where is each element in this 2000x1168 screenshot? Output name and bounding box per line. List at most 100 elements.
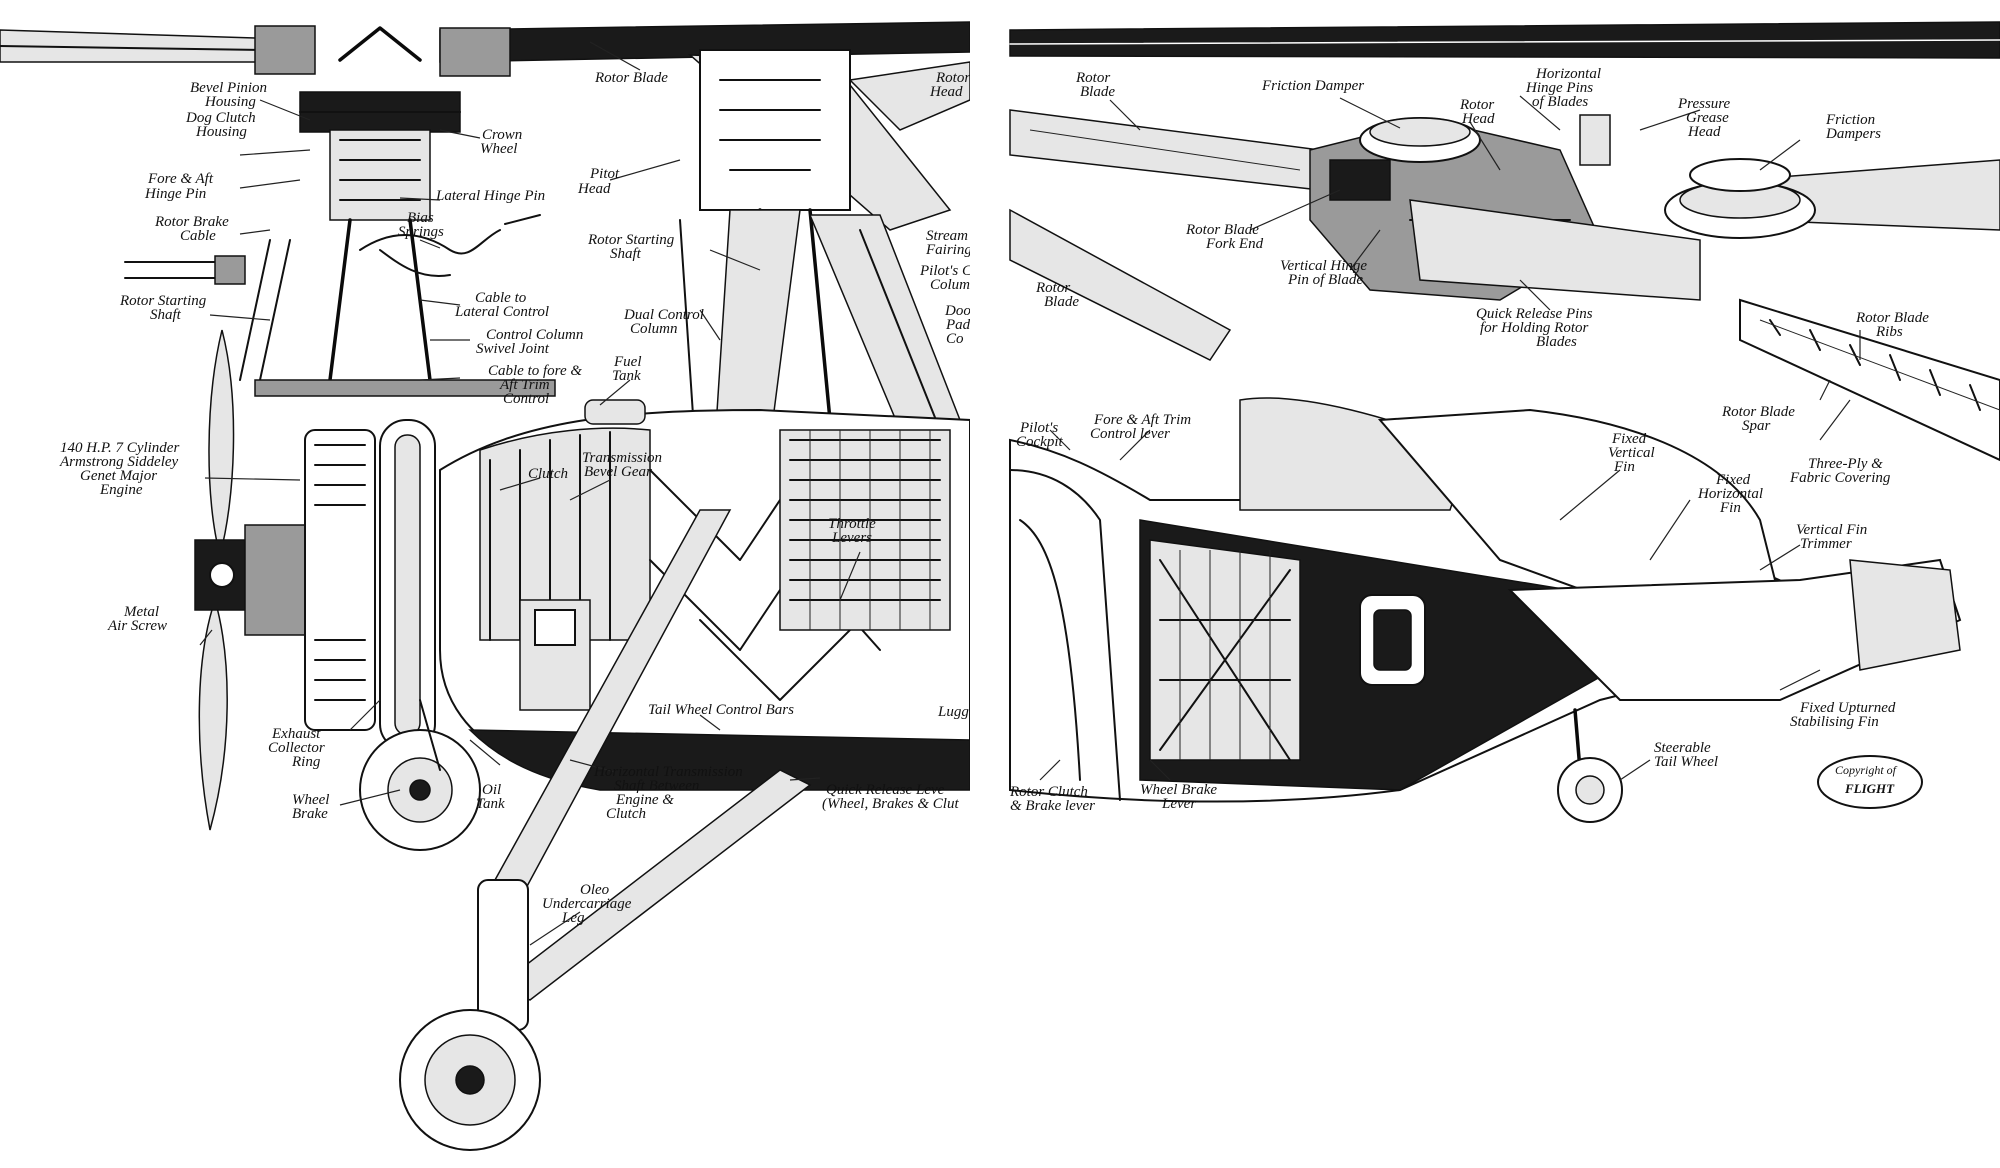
- svg-text:Lever: Lever: [1161, 796, 1196, 812]
- fuselage-forward: [439, 399, 971, 791]
- svg-text:Head: Head: [1687, 124, 1721, 140]
- svg-text:Ring: Ring: [291, 754, 321, 770]
- label-rotor-clutch-brake-lever: Rotor Clutch: [1009, 784, 1088, 800]
- svg-text:Levers: Levers: [831, 530, 872, 546]
- label-fuel-tank: Fuel: [613, 354, 642, 370]
- mast-pylon: [679, 49, 962, 522]
- svg-text:Tank: Tank: [476, 796, 505, 812]
- copyright-line2: FLIGHT: [1844, 781, 1895, 796]
- left-panel: Rotor Blade Bevel Pinion Housing Dog Clu…: [0, 21, 973, 1151]
- svg-text:Engine &: Engine &: [615, 792, 674, 808]
- labels-left: Rotor Blade Bevel Pinion Housing Dog Clu…: [59, 70, 973, 926]
- label-stream-fairing: Stream: [926, 228, 968, 244]
- svg-text:Fairing: Fairing: [925, 242, 972, 258]
- label-control-column-swivel: Control Column: [486, 327, 583, 343]
- label-friction-damper: Friction Damper: [1261, 78, 1364, 94]
- svg-text:Trimmer: Trimmer: [1800, 536, 1852, 552]
- svg-text:Vertical: Vertical: [1608, 445, 1655, 461]
- svg-text:Bevel Gear: Bevel Gear: [584, 464, 652, 480]
- svg-text:Air Screw: Air Screw: [107, 618, 167, 634]
- svg-text:Housing: Housing: [195, 124, 247, 140]
- svg-text:Co: Co: [946, 331, 964, 347]
- svg-text:Brake: Brake: [292, 806, 328, 822]
- svg-text:Housing: Housing: [204, 94, 256, 110]
- label-bevel-pinion-housing: Bevel Pinion: [190, 80, 267, 96]
- svg-text:Blade: Blade: [1044, 294, 1079, 310]
- label-oil-tank: Oil: [482, 782, 501, 798]
- svg-text:Leg: Leg: [561, 910, 585, 926]
- svg-text:Fin: Fin: [1613, 459, 1635, 475]
- label-exhaust-collector: Exhaust: [271, 726, 321, 742]
- label-horizontal-transmission: Horizontal Transmission: [593, 764, 743, 780]
- label-oleo-undercarriage-leg: Oleo: [580, 882, 610, 898]
- engine: [244, 419, 436, 751]
- label-door-pad: Doo: [944, 303, 971, 319]
- svg-text:Control lever: Control lever: [1090, 426, 1170, 442]
- main-undercarriage: [359, 509, 812, 1151]
- svg-text:Fork End: Fork End: [1205, 236, 1264, 252]
- svg-text:Shaft: Shaft: [150, 307, 182, 323]
- svg-text:Stabilising Fin: Stabilising Fin: [1790, 714, 1879, 730]
- label-three-ply-fabric: Three-Ply &: [1808, 456, 1883, 472]
- propeller: [194, 329, 246, 831]
- rotor-blade-lower-left: [1009, 208, 1232, 361]
- label-dog-clutch-housing: Dog Clutch: [185, 110, 256, 126]
- rotor-blade-right-ribbed: [1739, 298, 2000, 462]
- svg-text:Lateral Control: Lateral Control: [454, 304, 549, 320]
- labels-right: Rotor Blade Friction Damper Horizontal H…: [1009, 66, 1929, 814]
- svg-text:(Wheel, Brakes & Clut: (Wheel, Brakes & Clut: [822, 796, 959, 812]
- label-dual-control-column: Dual Control: [623, 307, 704, 323]
- svg-text:& Brake lever: & Brake lever: [1010, 798, 1095, 814]
- label-vertical-hinge-pin: Vertical Hinge: [1280, 258, 1367, 274]
- svg-text:Head: Head: [1461, 111, 1495, 127]
- label-steerable-tail-wheel: Steerable: [1654, 740, 1711, 756]
- svg-text:Tank: Tank: [612, 368, 641, 384]
- leader-lines-left: [199, 41, 861, 946]
- label-wheel-brake-left: Wheel: [292, 792, 329, 808]
- label-rotor-starting-shaft-left: Rotor Starting: [119, 293, 207, 309]
- svg-text:Blades: Blades: [1536, 334, 1577, 350]
- svg-text:Head: Head: [929, 84, 963, 100]
- rotor-blade-top: [1009, 21, 2000, 59]
- label-fore-aft-trim-lever: Fore & Aft Trim: [1093, 412, 1191, 428]
- label-cable-lateral-control: Cable to: [475, 290, 527, 306]
- svg-text:Dampers: Dampers: [1825, 126, 1881, 142]
- svg-text:Swivel Joint: Swivel Joint: [476, 341, 550, 357]
- svg-text:Wheel: Wheel: [480, 141, 517, 157]
- svg-text:Shaft: Shaft: [610, 246, 642, 262]
- svg-text:Head: Head: [577, 181, 611, 197]
- svg-text:Spar: Spar: [1742, 418, 1771, 434]
- svg-text:Aft Trim: Aft Trim: [499, 377, 550, 393]
- label-rotor-blade-left: Rotor Blade: [594, 70, 668, 86]
- label-engine: 140 H.P. 7 Cylinder: [60, 440, 179, 456]
- rotor-head-mechanism: [124, 25, 556, 397]
- label-horizontal-hinge-pins: Horizontal: [1535, 66, 1601, 82]
- label-throttle-levers: Throttle: [828, 516, 876, 532]
- rotor-hub: [1309, 114, 1816, 301]
- svg-text:Cable: Cable: [180, 228, 216, 244]
- label-rotor-starting-shaft-center: Rotor Starting: [587, 232, 675, 248]
- label-fixed-upturned-fin: Fixed Upturned: [1799, 700, 1896, 716]
- label-wheel-brake-lever: Wheel Brake: [1140, 782, 1217, 798]
- svg-text:Pin of Blade: Pin of Blade: [1287, 272, 1363, 288]
- label-pitot-head: Pitot: [589, 166, 620, 182]
- svg-text:Clutch: Clutch: [606, 806, 646, 822]
- label-rotor-brake-cable: Rotor Brake: [154, 214, 229, 230]
- label-luggage: Lugg: [937, 704, 969, 720]
- label-crown-wheel: Crown: [482, 127, 522, 143]
- svg-text:Hinge Pins: Hinge Pins: [1525, 80, 1593, 96]
- label-cable-fore-aft: Cable to fore &: [488, 363, 582, 379]
- svg-text:of Blades: of Blades: [1532, 94, 1588, 110]
- label-clutch: Clutch: [528, 466, 568, 482]
- leader-lines-right: [1039, 95, 1861, 781]
- label-tail-wheel-control-bars: Tail Wheel Control Bars: [648, 702, 794, 718]
- label-bias-springs: Bias: [407, 210, 434, 226]
- svg-text:Grease: Grease: [1686, 110, 1729, 126]
- svg-text:Ribs: Ribs: [1875, 324, 1903, 340]
- svg-text:Armstrong Siddeley: Armstrong Siddeley: [59, 454, 179, 470]
- svg-text:Fabric Covering: Fabric Covering: [1789, 470, 1891, 486]
- right-panel: Copyright of FLIGHT: [1009, 21, 2000, 823]
- label-fore-aft-hinge-pin: Fore & Aft: [147, 171, 214, 187]
- label-quick-release-pins: Quick Release Pins: [1476, 306, 1593, 322]
- copyright-stamp: Copyright of FLIGHT: [1817, 755, 1923, 809]
